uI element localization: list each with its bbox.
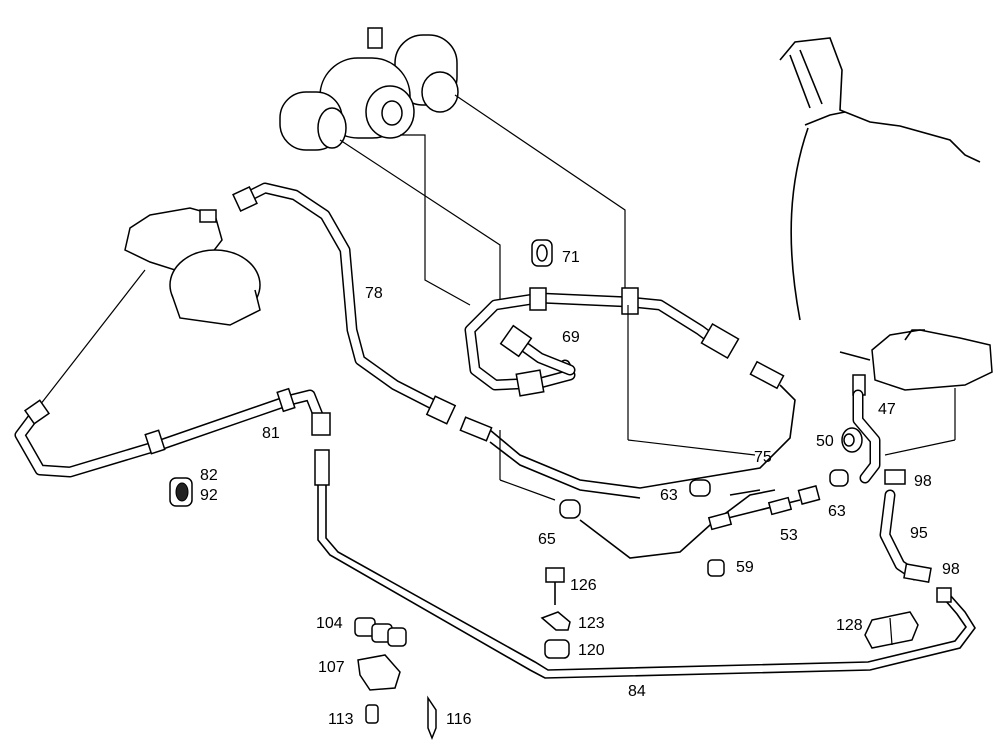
nut-59 [707, 559, 725, 577]
callout-50: 50 [816, 433, 834, 450]
callout-63-right: 63 [828, 503, 846, 520]
return-line-assembly [841, 374, 932, 584]
callout-47: 47 [878, 401, 896, 418]
callout-82: 82 [200, 467, 218, 484]
callout-65: 65 [538, 531, 556, 548]
callout-78: 78 [365, 285, 383, 302]
callout-98-upper: 98 [914, 473, 932, 490]
fuel-line-75 [459, 305, 796, 501]
fuel-filter-assembly [279, 27, 626, 306]
grommet-71 [531, 239, 553, 267]
engine-outline [779, 37, 981, 321]
clip-104 [354, 617, 407, 647]
callout-53: 53 [780, 527, 798, 544]
callout-92: 92 [200, 487, 218, 504]
screw-113 [365, 704, 379, 724]
reservoir-tank [839, 329, 993, 456]
leak-off-line-53 [559, 469, 849, 559]
clip-128 [864, 611, 919, 649]
callout-113: 113 [328, 711, 354, 728]
callout-69: 69 [562, 329, 580, 346]
callout-81: 81 [262, 425, 280, 442]
callout-123: 123 [578, 615, 605, 632]
callout-75: 75 [754, 449, 772, 466]
callout-95: 95 [910, 525, 928, 542]
fuel-hose-69 [464, 287, 740, 397]
callout-59: 59 [736, 559, 754, 576]
fuel-line-81 [14, 387, 331, 478]
callout-104: 104 [316, 615, 343, 632]
callout-98-lower: 98 [942, 561, 960, 578]
fuel-line-84 [314, 449, 976, 679]
callout-126: 126 [570, 577, 597, 594]
callout-116: 116 [446, 711, 472, 728]
bracket-107 [357, 654, 401, 691]
bolt-126 [545, 567, 565, 605]
callout-128: 128 [836, 617, 863, 634]
fuel-line-78 [232, 182, 457, 425]
screw-116 [427, 695, 437, 741]
injection-pump [39, 207, 261, 406]
rubber-mount-82-92 [169, 477, 193, 507]
clamp-123 [540, 611, 571, 631]
sleeve-120 [544, 639, 570, 659]
callout-84: 84 [628, 683, 646, 700]
callout-63-left: 63 [660, 487, 678, 504]
callout-107: 107 [318, 659, 345, 676]
callout-120: 120 [578, 642, 605, 659]
callout-labels: 71 78 69 47 50 81 75 98 82 92 63 63 65 5… [200, 249, 960, 728]
callout-71: 71 [562, 249, 580, 266]
